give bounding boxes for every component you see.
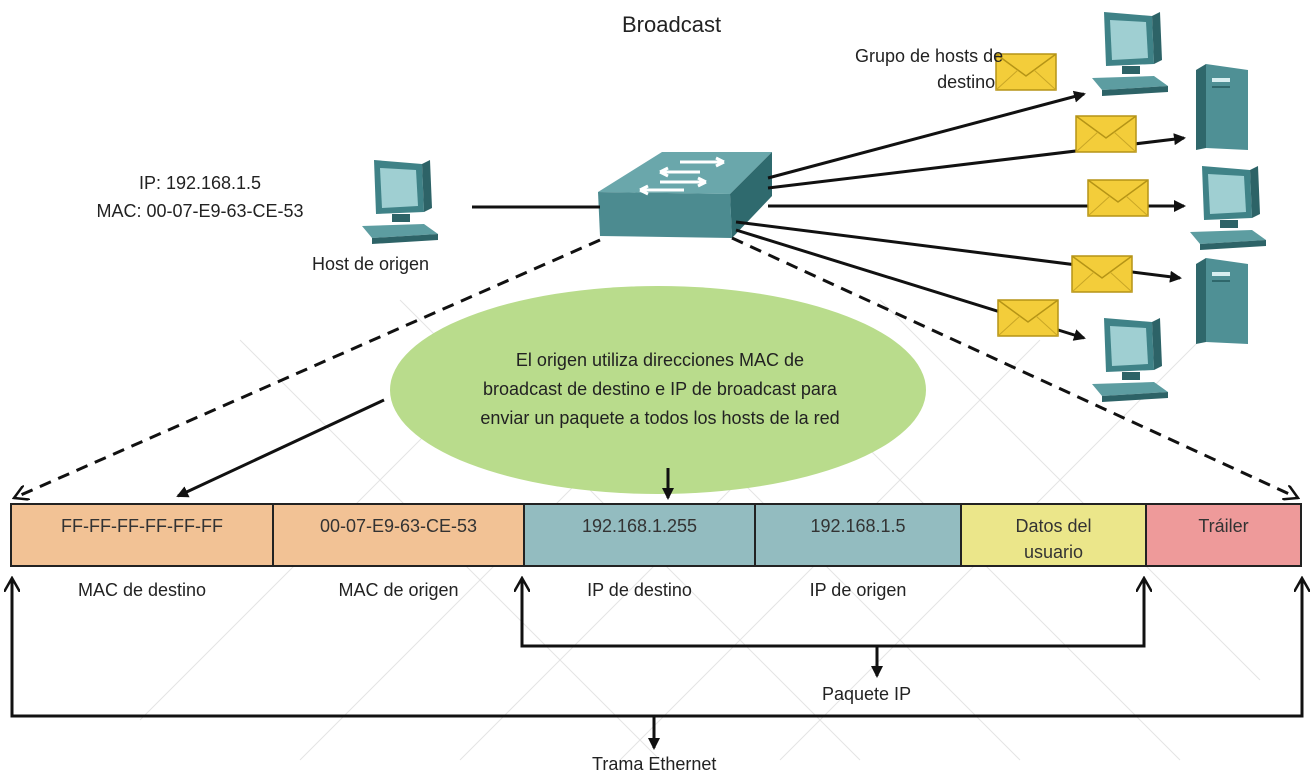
zoom-dashed-line-right bbox=[731, 236, 1298, 498]
caption-ip-destination: IP de destino bbox=[587, 580, 692, 600]
field-user-data: Datos del usuario bbox=[960, 503, 1147, 567]
source-host-label: Host de origen bbox=[312, 254, 430, 274]
diagram-title: Broadcast bbox=[622, 12, 722, 37]
field-user-data-line2: usuario bbox=[1023, 542, 1084, 562]
dest-pc-2-icon bbox=[1190, 166, 1266, 250]
envelope-icon bbox=[1087, 179, 1149, 217]
bubble-text-line1: El origen utiliza direcciones MAC de bbox=[515, 350, 805, 370]
dest-group-label-line1: Grupo de hosts de bbox=[855, 46, 1004, 66]
ip-packet-bracket bbox=[522, 578, 1144, 678]
ethernet-frame-bracket bbox=[12, 578, 1302, 750]
caption-mac-source: MAC de origen bbox=[338, 580, 459, 600]
dest-group-label: Grupo de hosts de destino bbox=[855, 43, 1003, 95]
field-mac-source: 00-07-E9-63-CE-53 bbox=[272, 503, 525, 567]
envelope-icon bbox=[997, 299, 1059, 337]
dest-server-1-icon bbox=[1196, 64, 1248, 150]
field-mac-destination: FF-FF-FF-FF-FF-FF bbox=[10, 503, 274, 567]
caption-mac-destination: MAC de destino bbox=[77, 580, 207, 600]
dest-server-2-icon bbox=[1196, 258, 1248, 344]
broadcast-arrow-1 bbox=[767, 90, 1086, 180]
source-ip-label: IP: 192.168.1.5 bbox=[138, 173, 262, 193]
bubble-arrow-mac bbox=[176, 398, 385, 498]
envelope-icon bbox=[1075, 115, 1137, 153]
zoom-dashed-line-left bbox=[14, 238, 601, 498]
dest-pc-1-icon bbox=[1092, 12, 1168, 96]
field-ip-destination: 192.168.1.255 bbox=[523, 503, 756, 567]
caption-ip-source: IP de origen bbox=[809, 580, 907, 600]
dest-pc-3-icon bbox=[1092, 318, 1168, 402]
switch-icon bbox=[598, 152, 772, 238]
bubble-text-line2: broadcast de destino e IP de broadcast p… bbox=[483, 379, 837, 399]
envelope-icon bbox=[995, 53, 1057, 91]
bubble-text-line3: enviar un paquete a todos los hosts de l… bbox=[480, 408, 840, 428]
dest-group-label-line2: destino bbox=[937, 72, 996, 92]
ethernet-frame-label: Trama Ethernet bbox=[592, 754, 717, 774]
source-mac-label: MAC: 00-07-E9-63-CE-53 bbox=[96, 201, 304, 221]
source-host-icon bbox=[362, 160, 438, 244]
field-trailer: Tráiler bbox=[1145, 503, 1302, 567]
envelope-icon bbox=[1071, 255, 1133, 293]
explanation-bubble bbox=[390, 286, 926, 494]
field-user-data-line1: Datos del bbox=[1015, 516, 1092, 536]
bubble-text: El origen utiliza direcciones MAC de bro… bbox=[420, 346, 900, 433]
ip-packet-label: Paquete IP bbox=[822, 684, 912, 704]
field-ip-source: 192.168.1.5 bbox=[754, 503, 962, 567]
